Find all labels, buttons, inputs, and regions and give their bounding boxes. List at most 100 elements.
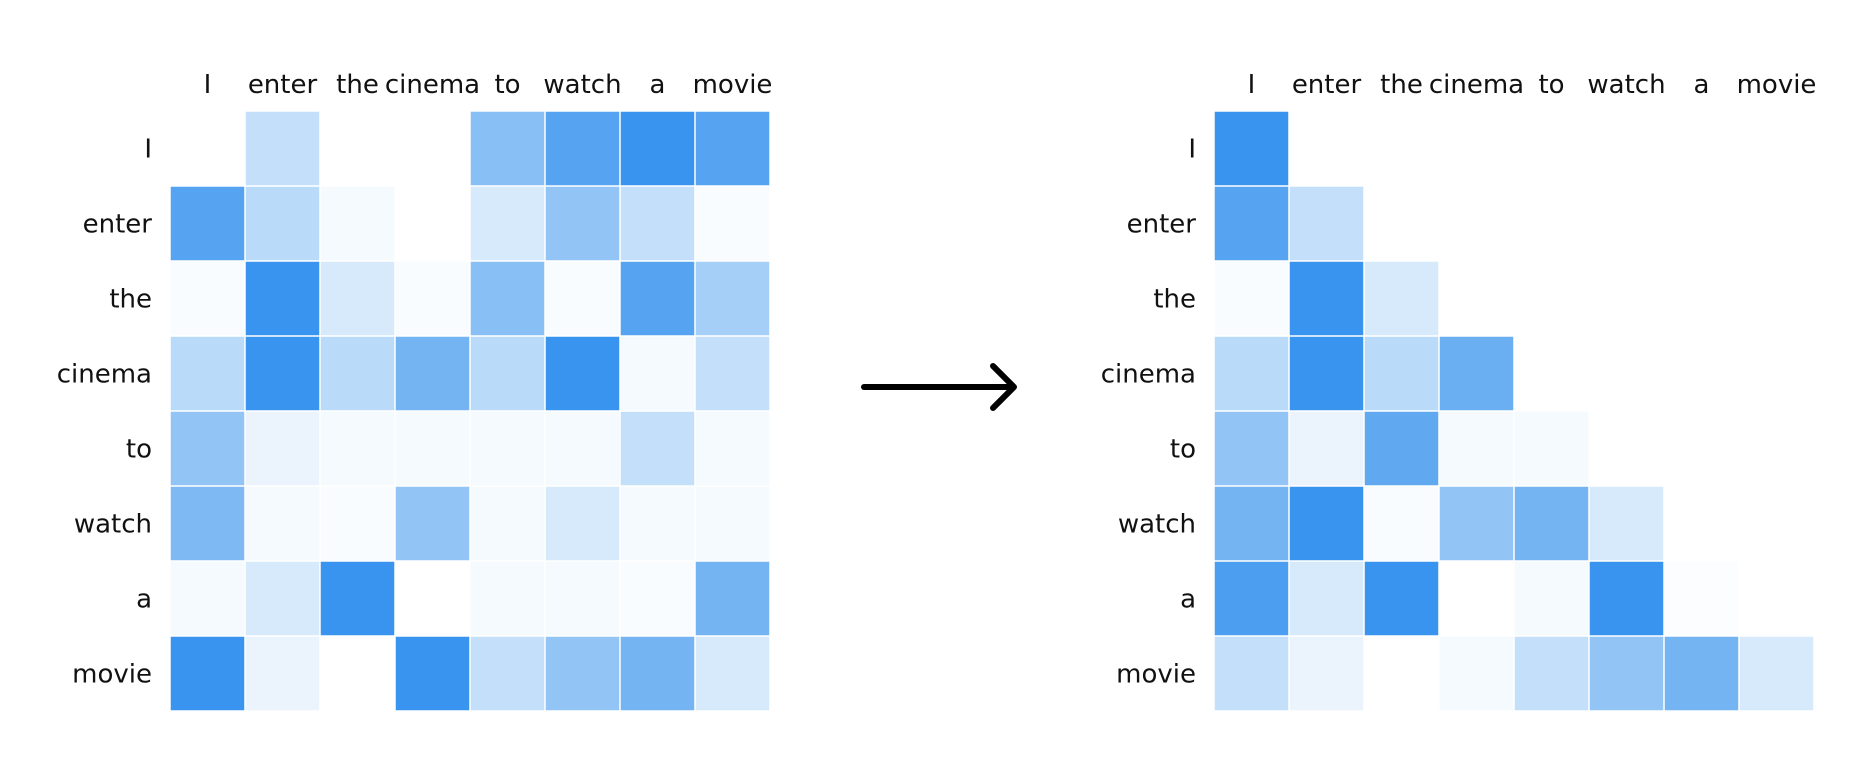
column-tick-label: cinema xyxy=(1429,70,1524,100)
heatmap-cell xyxy=(1439,636,1514,711)
heatmap-cell xyxy=(1289,486,1364,561)
heatmap-cell xyxy=(1514,561,1589,636)
heatmap-cell xyxy=(1664,636,1739,711)
heatmap-cell xyxy=(245,561,320,636)
heatmap-cell xyxy=(1364,561,1439,636)
heatmap-cell xyxy=(245,111,320,186)
heatmap-cell xyxy=(1364,636,1439,711)
heatmap-cell xyxy=(1214,186,1289,261)
heatmap-cell xyxy=(470,561,545,636)
heatmap-cell xyxy=(620,336,695,411)
heatmap-cell xyxy=(170,186,245,261)
heatmap-cell xyxy=(170,411,245,486)
heatmap-cell xyxy=(545,111,620,186)
heatmap-cell xyxy=(695,636,770,711)
heatmap-cell xyxy=(620,111,695,186)
heatmap-cell xyxy=(395,486,470,561)
heatmap-cell xyxy=(395,411,470,486)
heatmap-cell xyxy=(470,111,545,186)
heatmap-cell xyxy=(1214,486,1289,561)
heatmap-cell xyxy=(1589,561,1664,636)
heatmap-cell xyxy=(245,261,320,336)
heatmap-cell xyxy=(1439,336,1514,411)
heatmap-cell xyxy=(320,111,395,186)
heatmap-cell xyxy=(1739,636,1814,711)
heatmap-cell xyxy=(320,186,395,261)
heatmap-cell xyxy=(620,411,695,486)
heatmap-cell xyxy=(320,636,395,711)
row-tick-label: I xyxy=(1188,135,1196,165)
heatmap-cell xyxy=(170,561,245,636)
heatmap-cell xyxy=(470,261,545,336)
column-tick-label: I xyxy=(1248,70,1256,100)
heatmap-cell xyxy=(1439,561,1514,636)
heatmap-cell xyxy=(1214,411,1289,486)
row-tick-label: a xyxy=(1180,585,1196,615)
heatmap-cell xyxy=(1364,411,1439,486)
heatmap-cell xyxy=(170,486,245,561)
row-tick-label: watch xyxy=(74,510,152,540)
heatmap-cell xyxy=(395,561,470,636)
row-tick-label: the xyxy=(109,285,152,315)
heatmap-cell xyxy=(245,486,320,561)
heatmap-cell xyxy=(695,486,770,561)
column-tick-label: the xyxy=(1380,70,1423,100)
heatmap-cell xyxy=(545,411,620,486)
heatmap-cell xyxy=(320,486,395,561)
heatmap-cell xyxy=(1664,561,1739,636)
heatmap-cell xyxy=(695,561,770,636)
row-tick-label: cinema xyxy=(57,360,152,390)
heatmap-cell xyxy=(1589,486,1664,561)
heatmap-cell xyxy=(245,336,320,411)
heatmap-cell xyxy=(245,411,320,486)
heatmap-cell xyxy=(320,561,395,636)
heatmap-cell xyxy=(170,336,245,411)
heatmap-cell xyxy=(395,111,470,186)
heatmap-cell xyxy=(1289,261,1364,336)
heatmap-cell xyxy=(1439,411,1514,486)
heatmap-cell xyxy=(695,186,770,261)
heatmap-cell xyxy=(620,561,695,636)
heatmap-cell xyxy=(320,261,395,336)
heatmap-cell xyxy=(1289,336,1364,411)
heatmap-cell xyxy=(1589,636,1664,711)
column-tick-label: watch xyxy=(543,70,621,100)
heatmap-cell xyxy=(1289,561,1364,636)
column-tick-label: a xyxy=(1694,70,1710,100)
heatmap-cell xyxy=(1214,261,1289,336)
heatmap-cell xyxy=(545,636,620,711)
heatmap-cell xyxy=(1514,486,1589,561)
heatmap-cell xyxy=(695,111,770,186)
heatmap-cell xyxy=(470,411,545,486)
heatmap-cell xyxy=(170,111,245,186)
heatmap-cell xyxy=(170,636,245,711)
heatmap-cell xyxy=(620,486,695,561)
heatmap-cell xyxy=(695,411,770,486)
heatmap-cell xyxy=(395,261,470,336)
row-tick-label: the xyxy=(1153,285,1196,315)
row-tick-label: I xyxy=(144,135,152,165)
column-tick-label: movie xyxy=(1737,70,1817,100)
row-tick-label: enter xyxy=(83,210,153,240)
row-tick-label: cinema xyxy=(1101,360,1196,390)
row-tick-label: a xyxy=(136,585,152,615)
heatmap-cell xyxy=(395,636,470,711)
column-tick-label: to xyxy=(1538,70,1564,100)
column-tick-label: enter xyxy=(248,70,318,100)
row-tick-label: watch xyxy=(1118,510,1196,540)
heatmap-cell xyxy=(1289,636,1364,711)
heatmap-cell xyxy=(620,186,695,261)
column-tick-label: cinema xyxy=(385,70,480,100)
heatmap-cell xyxy=(1289,186,1364,261)
heatmap-cell xyxy=(320,336,395,411)
heatmap-cell xyxy=(1214,111,1289,186)
heatmap-cell xyxy=(470,186,545,261)
heatmap-cell xyxy=(1364,336,1439,411)
heatmap-cell xyxy=(1214,636,1289,711)
row-tick-label: movie xyxy=(1116,660,1196,690)
heatmap-cell xyxy=(245,186,320,261)
row-tick-label: movie xyxy=(72,660,152,690)
heatmap-cell xyxy=(245,636,320,711)
